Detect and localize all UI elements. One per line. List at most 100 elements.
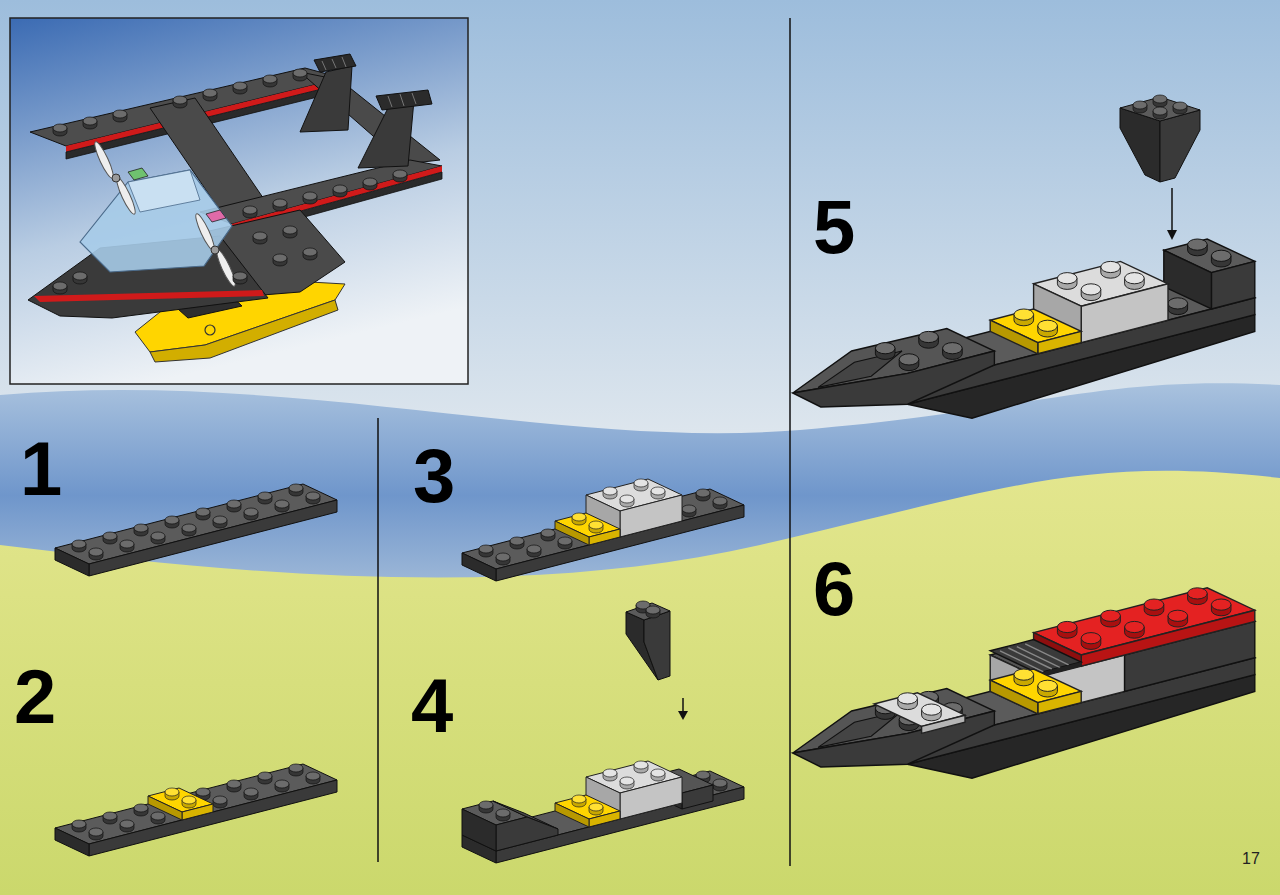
finished-model-inset-part <box>322 61 326 70</box>
finished-model-inset-part <box>233 272 247 284</box>
step-2-model-part <box>55 764 337 856</box>
divider-lines-part <box>377 418 379 862</box>
step-1-model-part <box>258 492 289 512</box>
step-5-new-part-part <box>1171 188 1173 232</box>
step-6-model-part <box>1168 610 1188 627</box>
step-6-model-part <box>990 669 1081 714</box>
step-number: 3 <box>413 438 455 514</box>
step-6-model-part <box>1081 633 1101 650</box>
step-1-model-part <box>289 484 320 504</box>
finished-model-inset-part <box>388 96 392 107</box>
step-6-model-part <box>1101 610 1121 627</box>
step-number: 6 <box>813 551 855 627</box>
step-2-model-part <box>227 780 258 800</box>
step-4-model-part <box>496 817 558 851</box>
finished-model-inset-part <box>283 226 297 238</box>
step-2-model-part <box>103 812 134 832</box>
finished-model-inset-part <box>128 168 148 180</box>
finished-model-inset-part <box>253 232 267 244</box>
step-2-model-part <box>289 764 320 784</box>
step-6-model <box>793 588 1255 778</box>
finished-model-inset-part <box>314 54 356 72</box>
step-number-slot: 5 <box>813 189 855 265</box>
step-6-model-part <box>1125 621 1145 638</box>
step-1-model-part <box>227 500 258 520</box>
step-4-new-part-part <box>646 606 660 618</box>
finished-model-inset-part <box>10 18 468 384</box>
step-3-model-part <box>510 537 541 557</box>
step-5-model-part <box>1211 261 1254 309</box>
step-1-model-part <box>196 508 227 528</box>
step-5-new-part-part <box>1167 230 1177 240</box>
step-6-model-part <box>1188 588 1208 605</box>
finished-model-inset-part <box>342 57 346 67</box>
page-number-slot: 17 <box>1242 851 1260 867</box>
step-3-model <box>462 479 744 581</box>
finished-model-inset-part <box>412 93 416 104</box>
step-number: 5 <box>813 189 855 265</box>
step-4-model-part <box>462 809 496 851</box>
divider-lines-part <box>789 18 791 866</box>
finished-model-inset-part <box>333 185 347 197</box>
step-6-model-part <box>898 693 918 710</box>
step-1-model-part <box>134 524 165 544</box>
finished-model-inset-part <box>53 282 67 294</box>
finished-model-inset-part <box>112 174 120 182</box>
step-5-new-part-part <box>1160 110 1200 182</box>
finished-model-inset-part <box>205 325 215 335</box>
step-4-new-part-part <box>644 611 670 680</box>
finished-model-inset-part <box>303 192 317 204</box>
finished-model-inset-part <box>53 124 67 136</box>
step-number-slot: 2 <box>14 659 56 735</box>
step-number: 4 <box>411 668 453 744</box>
step-5-new-part-part <box>1133 101 1147 113</box>
finished-model-inset-part <box>243 206 257 218</box>
step-1-model-part <box>165 516 196 536</box>
step-5-model <box>793 239 1255 418</box>
step-5-new-part-part <box>1153 107 1167 119</box>
finished-model-inset-part <box>200 160 442 224</box>
finished-model-inset-part <box>173 96 187 108</box>
finished-model-inset-part <box>203 89 217 101</box>
finished-model-inset-part <box>113 110 127 122</box>
step-1-model-part <box>55 484 337 576</box>
step-number-slot: 4 <box>411 668 453 744</box>
finished-model-inset-part <box>358 100 414 168</box>
step-4-model-part <box>555 795 620 827</box>
step-number-slot: 1 <box>20 431 62 507</box>
step-3-model-part <box>479 545 510 565</box>
finished-model-inset-part <box>393 170 407 182</box>
finished-model-inset-part <box>83 117 97 129</box>
step-5-model-part <box>1211 250 1231 267</box>
step-number: 1 <box>20 431 62 507</box>
finished-model-inset-part <box>303 248 317 260</box>
finished-model-inset-part <box>233 82 247 94</box>
finished-model-inset-part <box>206 210 226 222</box>
step-4-model-part <box>682 785 713 809</box>
finished-model-inset-part <box>293 69 307 81</box>
finished-model-inset-part <box>263 75 277 87</box>
step-4-model-part <box>496 809 510 821</box>
step-6-model-part <box>922 704 942 721</box>
finished-model-inset-part <box>332 59 336 68</box>
step-3-model-part <box>696 489 727 509</box>
background-part <box>0 471 1280 895</box>
step-2-model <box>55 764 337 856</box>
step-5-new-part-part <box>1153 95 1167 107</box>
step-2-model-part <box>134 804 165 824</box>
finished-model-inset-part <box>92 140 116 180</box>
finished-model-inset-part <box>376 90 432 110</box>
step-4-model-part <box>479 801 493 813</box>
step-4-new-part-part <box>678 711 688 720</box>
finished-model-inset-part <box>273 254 287 266</box>
step-5-model-part <box>1188 239 1208 256</box>
step-6-model-part <box>1008 648 1051 669</box>
step-2-model-part <box>72 820 103 840</box>
finished-model-inset <box>10 18 468 384</box>
finished-model-inset-part <box>273 199 287 211</box>
step-6-model-part <box>1057 621 1077 638</box>
step-5-new-part <box>1120 95 1200 240</box>
step-2-model-part <box>258 772 289 792</box>
step-1-model-part <box>72 540 103 560</box>
